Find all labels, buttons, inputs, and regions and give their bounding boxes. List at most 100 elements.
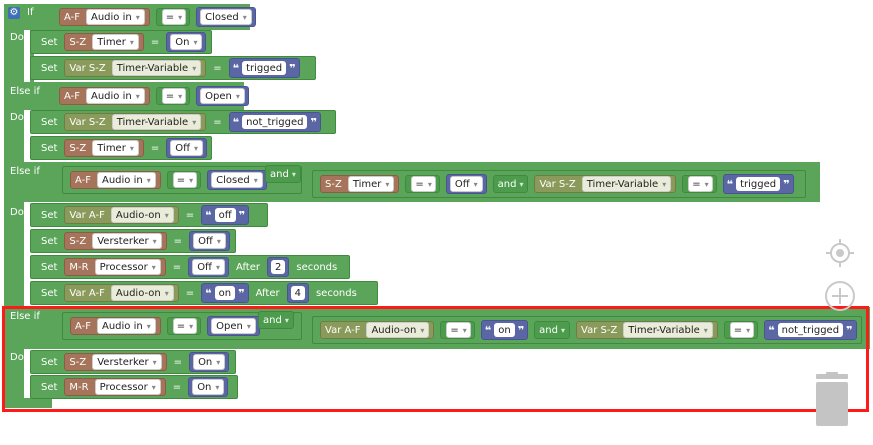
string-input[interactable]: on	[214, 286, 236, 300]
variable-dropdown[interactable]: Timer-Variable	[111, 60, 202, 76]
gear-icon[interactable]: ⚙	[8, 7, 20, 19]
zoom-in-icon[interactable]	[824, 280, 856, 312]
variable-dropdown[interactable]: Timer-Variable	[581, 176, 672, 192]
value-dropdown[interactable]: Off	[192, 259, 225, 275]
value-block[interactable]: On	[188, 377, 229, 397]
string-input[interactable]: trigged	[242, 61, 287, 75]
value-block[interactable]: On	[166, 32, 207, 52]
value-dropdown[interactable]: Off	[449, 176, 483, 192]
device-dropdown[interactable]: Versterker	[92, 354, 162, 370]
variable-dropdown[interactable]: Timer-Variable	[111, 114, 202, 130]
logic-and-dropdown[interactable]: and	[255, 308, 297, 332]
delay-input[interactable]: 4	[290, 286, 305, 300]
value-block[interactable]: Closed	[207, 170, 267, 190]
string-block[interactable]: ❝off❞	[201, 205, 250, 225]
logic-and-dropdown[interactable]: and	[262, 162, 304, 186]
string-input[interactable]: not_trigged	[777, 323, 844, 337]
value-block[interactable]: Open	[196, 86, 249, 106]
string-block[interactable]: ❝on❞	[201, 283, 249, 303]
delay-number-block[interactable]: 2	[266, 257, 290, 277]
trash-icon[interactable]	[812, 372, 852, 428]
value-dropdown[interactable]: Off	[170, 140, 204, 156]
value-dropdown[interactable]: On	[192, 379, 225, 395]
operator-dropdown[interactable]: =	[155, 87, 191, 105]
string-block[interactable]: ❝on❞	[480, 320, 529, 340]
variable-dropdown[interactable]: Audio-on	[110, 285, 174, 301]
value-block[interactable]: On	[189, 352, 230, 372]
string-block[interactable]: ❝not_trigged❞	[764, 320, 857, 340]
value-dropdown[interactable]: Off	[193, 233, 226, 249]
delay-input[interactable]: 2	[270, 260, 286, 274]
value-block[interactable]: Off	[445, 174, 487, 194]
device-dropdown[interactable]: Audio in	[96, 318, 156, 334]
device-dropdown[interactable]: Timer	[92, 34, 139, 50]
string-input[interactable]: on	[494, 323, 515, 337]
string-block[interactable]: ❝trigged❞	[228, 58, 300, 78]
device-dropdown[interactable]: Processor	[94, 259, 161, 275]
value-dropdown[interactable]: Closed	[200, 9, 252, 25]
device-dropdown[interactable]: Versterker	[92, 233, 162, 249]
device-dropdown[interactable]: Audio in	[96, 172, 156, 188]
string-input[interactable]: not_trigged	[242, 115, 308, 129]
operator-dropdown[interactable]: =	[405, 175, 440, 193]
value-dropdown[interactable]: Open	[211, 318, 256, 334]
delay-number-block[interactable]: 4	[286, 283, 309, 303]
value-dropdown[interactable]: Closed	[211, 172, 263, 188]
value-block[interactable]: Off	[188, 257, 229, 277]
value-block[interactable]: Open	[207, 316, 260, 336]
value-block[interactable]: Closed	[196, 7, 256, 27]
operator-dropdown[interactable]: =	[155, 8, 191, 26]
device-dropdown[interactable]: Audio in	[85, 88, 145, 104]
crosshair-icon[interactable]	[825, 238, 855, 268]
value-dropdown[interactable]: On	[193, 354, 226, 370]
value-block[interactable]: Off	[189, 231, 230, 251]
string-block[interactable]: ❝trigged❞	[722, 174, 794, 194]
string-input[interactable]: trigged	[736, 177, 781, 191]
operator-dropdown[interactable]: =	[166, 171, 202, 189]
logic-and-dropdown[interactable]: and	[534, 321, 570, 339]
device-dropdown[interactable]: Audio in	[85, 9, 145, 25]
value-dropdown[interactable]: Open	[200, 88, 245, 104]
variable-dropdown[interactable]: Timer-Variable	[623, 322, 713, 338]
value-dropdown[interactable]: On	[170, 34, 203, 50]
logic-and-dropdown[interactable]: and	[492, 175, 529, 193]
operator-dropdown[interactable]: =	[440, 321, 475, 339]
variable-dropdown[interactable]: Audio-on	[366, 322, 430, 338]
device-dropdown[interactable]: Processor	[94, 379, 161, 395]
operator-dropdown[interactable]: =	[166, 317, 202, 335]
device-dropdown[interactable]: Timer	[92, 140, 139, 156]
variable-dropdown[interactable]: Audio-on	[110, 207, 174, 223]
